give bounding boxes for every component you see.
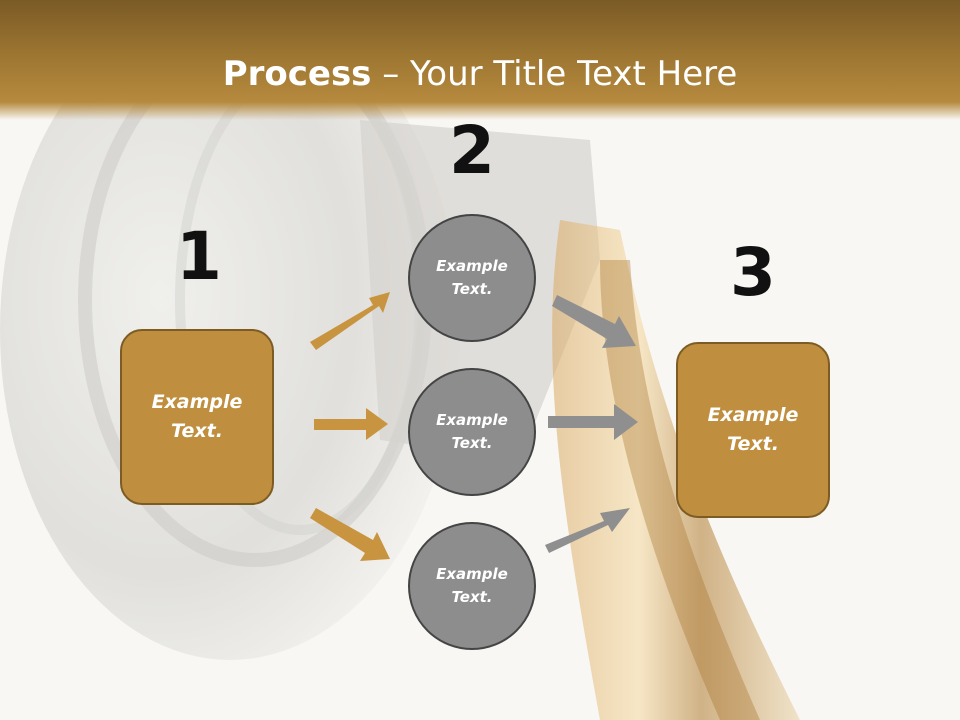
circle-top-line2: Text. <box>451 280 493 298</box>
circle-bottom-line2: Text. <box>451 588 493 606</box>
left-box-line2: Text. <box>171 420 223 442</box>
circle-middle[interactable]: Example Text. <box>408 368 536 496</box>
arrow-gray-right <box>548 404 638 440</box>
arrow-orange-down <box>310 508 390 561</box>
arrow-orange-right <box>314 408 388 440</box>
left-box[interactable]: Example Text. <box>120 329 274 505</box>
circle-top-line1: Example <box>436 257 508 275</box>
page-title: Process – Your Title Text Here <box>0 52 960 96</box>
arrow-gray-up <box>545 508 630 553</box>
circle-bottom[interactable]: Example Text. <box>408 522 536 650</box>
title-bold: Process <box>222 54 372 94</box>
circle-middle-line2: Text. <box>451 434 493 452</box>
step-number-1: 1 <box>176 218 222 295</box>
left-box-line1: Example <box>151 391 243 413</box>
step-number-2: 2 <box>449 112 495 189</box>
arrow-gray-down <box>552 295 636 348</box>
right-box-line2: Text. <box>727 433 779 455</box>
arrow-orange-up <box>310 292 390 350</box>
right-box-line1: Example <box>707 404 799 426</box>
right-box[interactable]: Example Text. <box>676 342 830 518</box>
title-bar <box>0 0 960 120</box>
circle-middle-line1: Example <box>436 411 508 429</box>
circle-bottom-line1: Example <box>436 565 508 583</box>
step-number-3: 3 <box>730 234 776 311</box>
title-rest: – Your Title Text Here <box>371 54 738 94</box>
circle-top[interactable]: Example Text. <box>408 214 536 342</box>
